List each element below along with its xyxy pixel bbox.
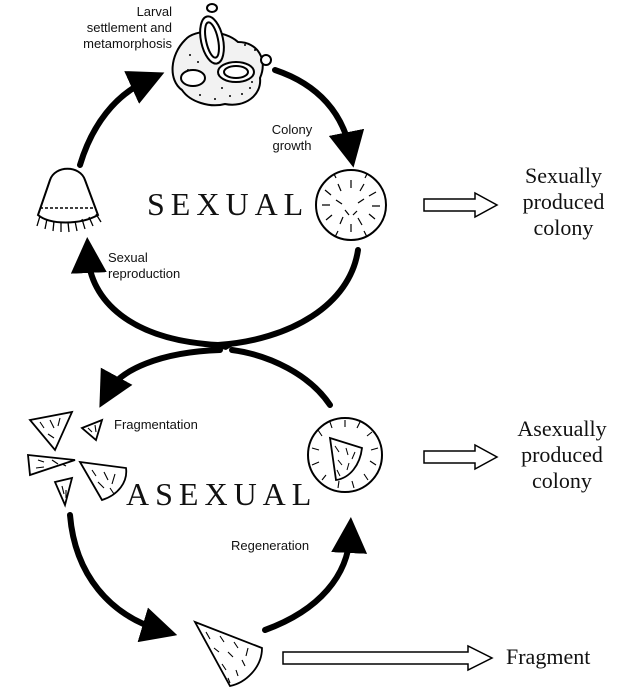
fragment-outcome: Fragment: [506, 644, 626, 670]
regeneration-label: Regeneration: [231, 538, 309, 554]
arrow-junction-to-fragmentation: [108, 350, 220, 392]
asexual-cycle-title: ASEXUAL: [126, 476, 317, 513]
settling-larva-icon: [173, 4, 271, 105]
arrow-regenerated-to-junction: [232, 350, 330, 405]
colony-growth-label: Colony growth: [262, 122, 322, 154]
fragmentation-label: Fragmentation: [114, 417, 198, 433]
sexual-cycle-title: SEXUAL: [147, 186, 309, 223]
cycle-arrows: [70, 70, 358, 630]
arrow-fragments-to-fragment: [70, 515, 160, 630]
arrow-colony-to-junction: [218, 250, 358, 345]
output-arrow-sexual: [424, 193, 497, 217]
asexual-colony-outcome: Asexually produced colony: [497, 416, 627, 494]
polyp-icon: [37, 169, 101, 232]
sexual-colony-outcome: Sexually produced colony: [500, 163, 627, 241]
sexual-colony-icon: [316, 170, 386, 240]
regenerated-colony-icon: [308, 418, 382, 492]
output-arrow-asexual: [424, 445, 497, 469]
larval-settlement-label: Larval settlement and metamorphosis: [0, 4, 172, 52]
output-arrow-fragment: [283, 646, 492, 670]
fragmentation-pieces-icon: [28, 412, 126, 505]
arrow-polyp-to-settlement: [80, 80, 148, 165]
sexual-reproduction-label: Sexual reproduction: [108, 250, 180, 282]
fragment-icon: [195, 622, 262, 686]
